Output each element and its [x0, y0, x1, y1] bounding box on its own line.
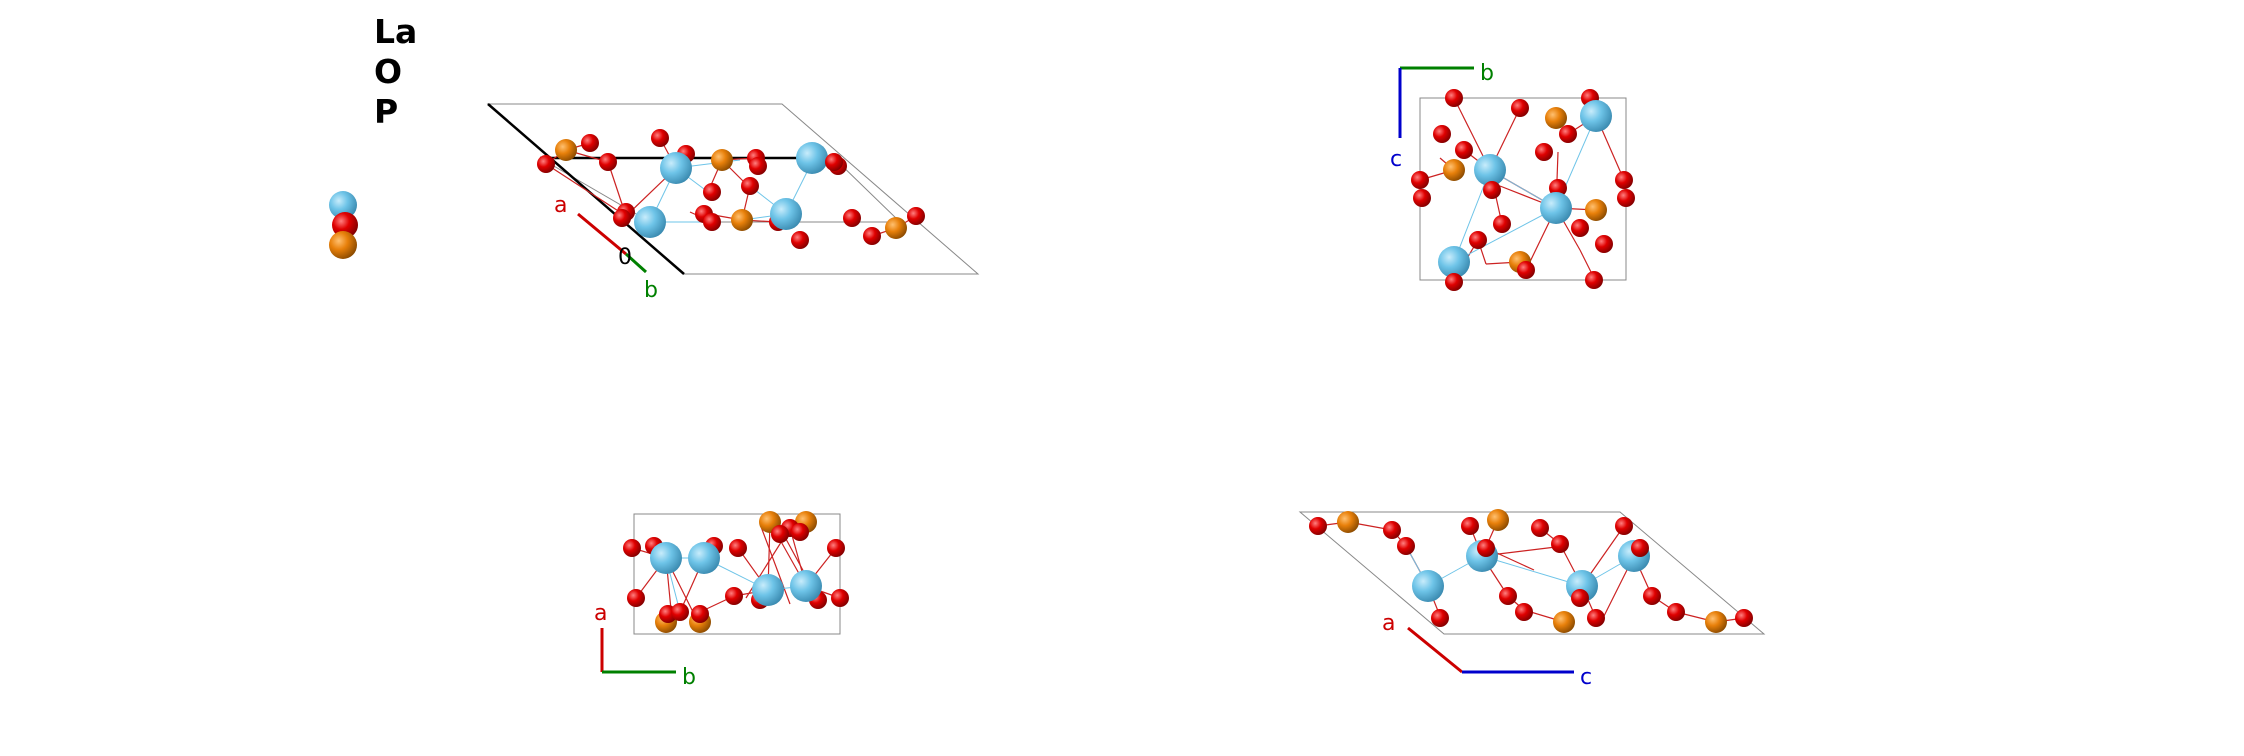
- axis-label-b: b: [682, 665, 696, 690]
- axis-label-c: c: [1390, 147, 1402, 172]
- element-legend: La O P: [329, 12, 417, 259]
- view-along-c: a b: [594, 511, 849, 690]
- axis-triad: b c: [1390, 61, 1494, 172]
- bonds: [545, 137, 917, 237]
- view-perspective: a 0 b: [486, 103, 980, 303]
- atoms: [1411, 89, 1635, 291]
- atoms: [1309, 509, 1753, 633]
- view-along-b: a c: [1298, 509, 1766, 690]
- view-along-a: b c: [1390, 61, 1635, 291]
- p-atom-icon: [329, 231, 357, 259]
- axis-label-origin: 0: [618, 245, 632, 270]
- o-atom-icon: [332, 212, 358, 238]
- la-atom-icon: [329, 191, 357, 219]
- unit-cell: [486, 103, 980, 275]
- unit-cell: [633, 513, 841, 635]
- legend-label-p: P: [374, 92, 398, 131]
- atoms: [623, 511, 849, 633]
- axis-triad: a c: [1382, 611, 1592, 690]
- legend-label-la: La: [374, 12, 417, 51]
- atoms: [537, 129, 925, 249]
- axis-label-b: b: [644, 278, 658, 303]
- axis-label-c: c: [1580, 665, 1592, 690]
- axis-label-a: a: [594, 601, 607, 626]
- unit-cell: [1298, 511, 1766, 635]
- axis-label-b: b: [1480, 61, 1494, 86]
- axis-triad: a b: [594, 601, 696, 690]
- axis-triad: a 0 b: [554, 193, 658, 303]
- axis-label-a: a: [554, 193, 567, 218]
- legend-label-o: O: [374, 52, 402, 91]
- axis-label-a: a: [1382, 611, 1395, 636]
